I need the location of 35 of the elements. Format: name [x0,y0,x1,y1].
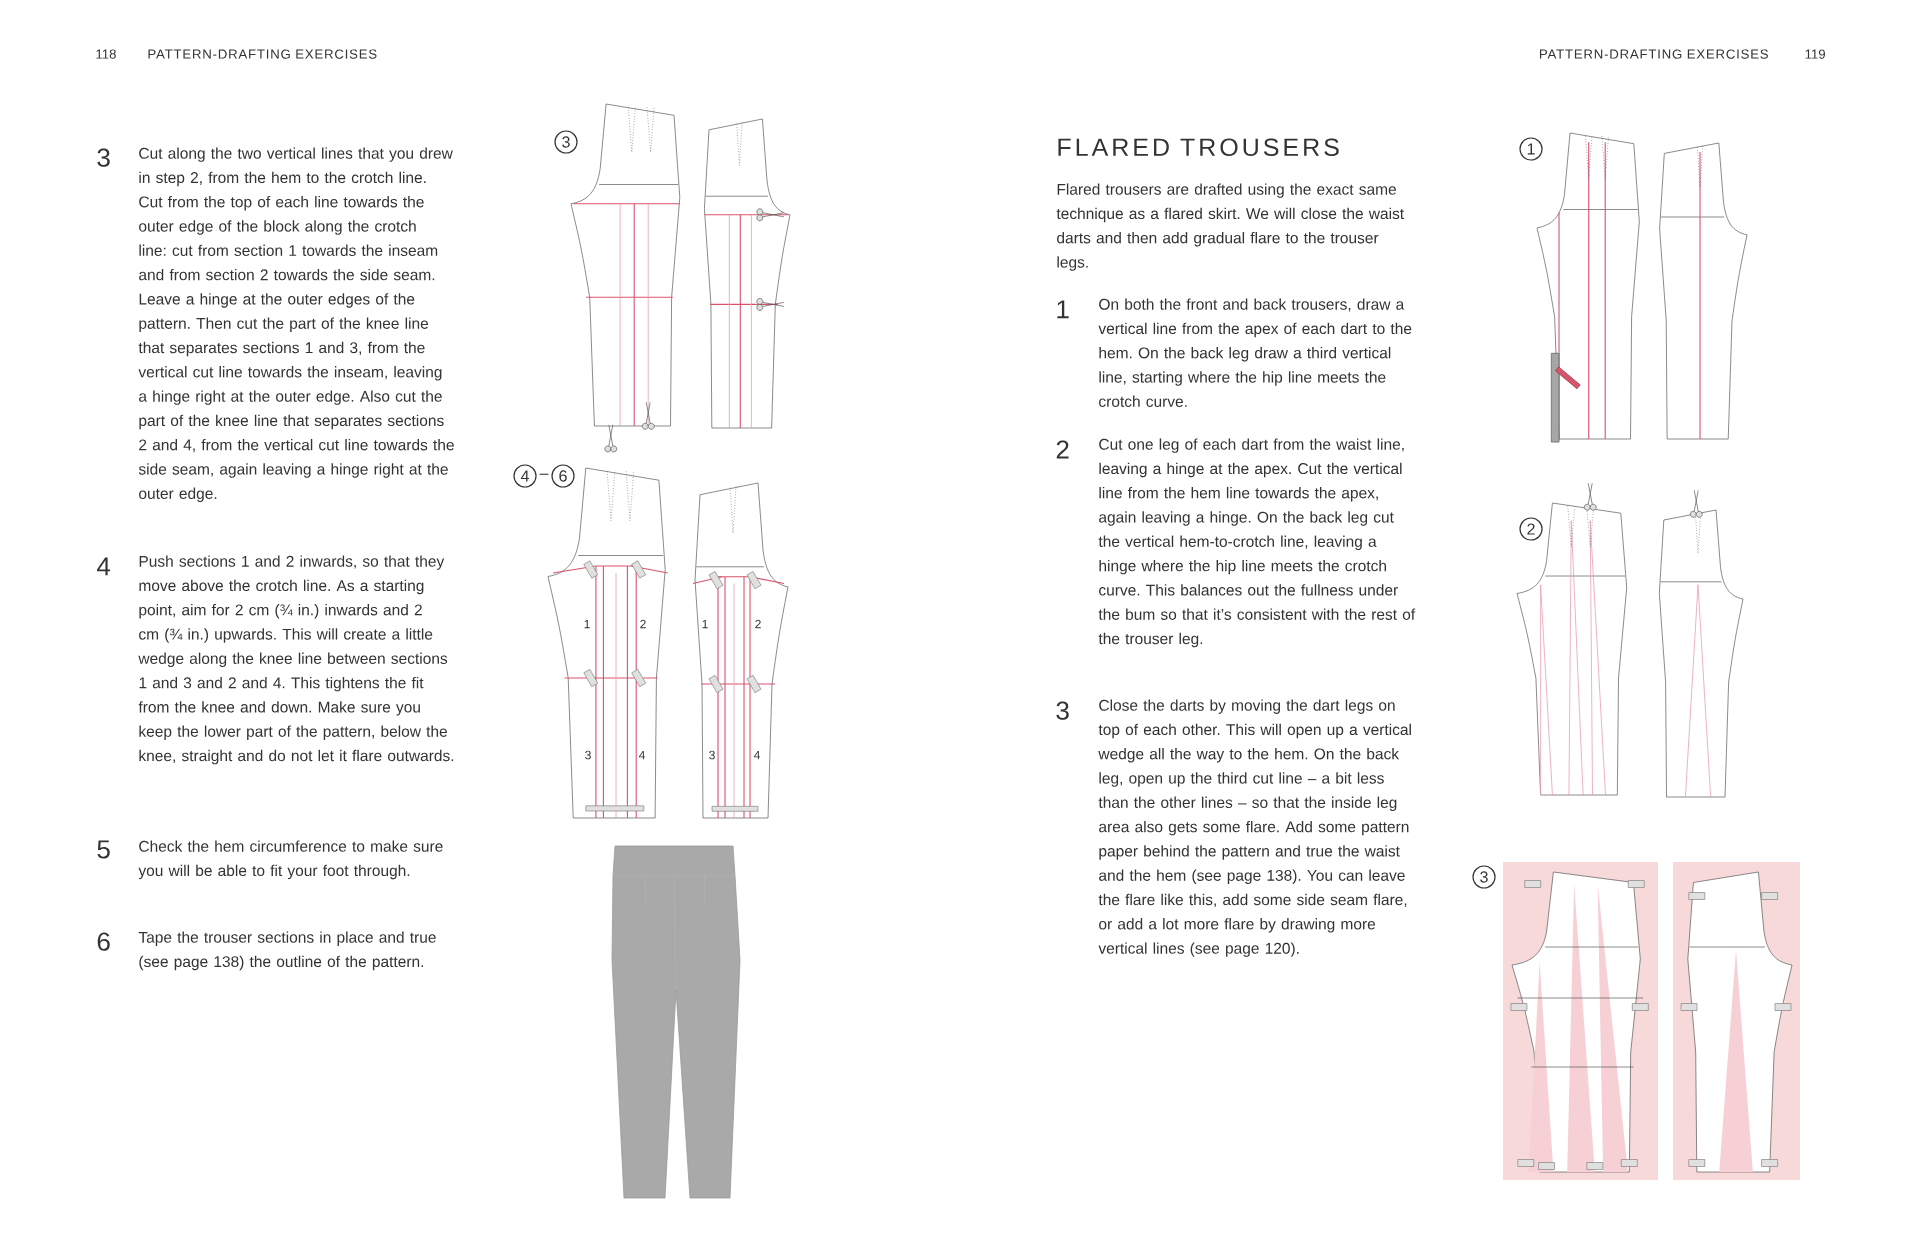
figure-number: 6 [551,464,575,488]
section-number: 1 [584,619,590,629]
step-text: Push sections 1 and 2 inwards, so that they move above the crotch line. As a starting point, aim for 2 cm (¾ in.) inwards and 2 cm (¾ in.) upwards. This will create a little wedge along the knee line between sections 1 and 3 and 2 and 4. This tightens the fit from the knee and down. Make sure you keep the lower part of the pattern, below the knee, straight and do not let it flare outwards. [138,555,454,765]
section-number: 1 [702,619,708,629]
step-number: 6 [97,932,110,951]
section-number: 4 [753,750,760,760]
step-text: Cut along the two vertical lines that you drew in step 2, from the hem to the crotch line. Cut from the top of each line towards the outer edge of the block along the crotch line: cut from section 1 towards the inseam and from section 2 towards the side seam. Leave a hinge at the outer edges of the pattern. Then cut the part of the knee line that separates sections 1 and 3, from the vertical cut line towards the inseam, leaving a hinge right at the outer edge. Also cut the part of the knee line that separates sections 2 and 4, from the vertical cut line towards the side seam, again leaving a hinge right at the outer edge. [138,147,454,503]
step-text: Tape the trouser sections in place and true (see page 138) the outline of the pattern. [138,931,436,971]
section-number: 2 [640,619,646,629]
figure-number: 1 [1519,137,1543,161]
figure-number: 3 [554,130,578,154]
section-number: 2 [755,619,761,629]
section-title: FLARED TROUSERS [1058,138,1339,157]
step-number: 5 [97,840,110,859]
step-number: 1 [1057,300,1069,319]
step-text: Cut one leg of each dart from the waist line, leaving a hinge at the apex. Cut the vertical line from the hem line towards the apex, again leaving a hinge. On the back leg cut the vertical hem-to-crotch line, leaving a hinge where the hip line meets the crotch curve. This balances out the fullness under the bum so that it’s consistent with the rest of the trouser leg. [1098,438,1416,648]
section-number: 4 [638,750,645,760]
section-number: 3 [585,750,591,760]
section-number: 3 [709,750,715,760]
step-number: 3 [1056,701,1069,720]
page-number: 118 [96,49,116,59]
intro-text: Flared trousers are drafted using the exact same technique as a flared skirt. We will close the waist darts and then add gradual flare to the trouser legs. [1056,183,1404,271]
step-text: On both the front and back trousers, draw a vertical line from the apex of each dart to the hem. On the back leg draw a third vertical line, starting where the hip line meets the crotch curve. [1098,298,1412,407]
figure-number: 4 [513,464,537,488]
step-text: Check the hem circumference to make sure you will be able to fit your foot through. [138,840,443,880]
figure-number: 2 [1519,517,1543,541]
step-number: 4 [97,557,111,576]
step-number: 2 [1056,440,1069,459]
page-number: 119 [1805,49,1825,59]
running-header: PATTERN-DRAFTING EXERCISES [148,49,377,59]
figure-number: 3 [1472,865,1496,889]
running-header: PATTERN-DRAFTING EXERCISES [1540,49,1768,59]
step-number: 3 [97,148,110,167]
figure-dash: – [539,473,549,475]
step-text: Close the darts by moving the dart legs on top of each other. This will open up a vertical wedge all the way to the hem. On the back leg, open up the third cut line – a bit less than the other lines – so that the inside leg area also gets some flare. Add some pattern paper behind the pattern and true the waist and the hem (see page 138). You can leave the flare like this, add some side seam flare, or add a lot more flare by drawing more vertical lines (see page 120). [1098,699,1411,957]
